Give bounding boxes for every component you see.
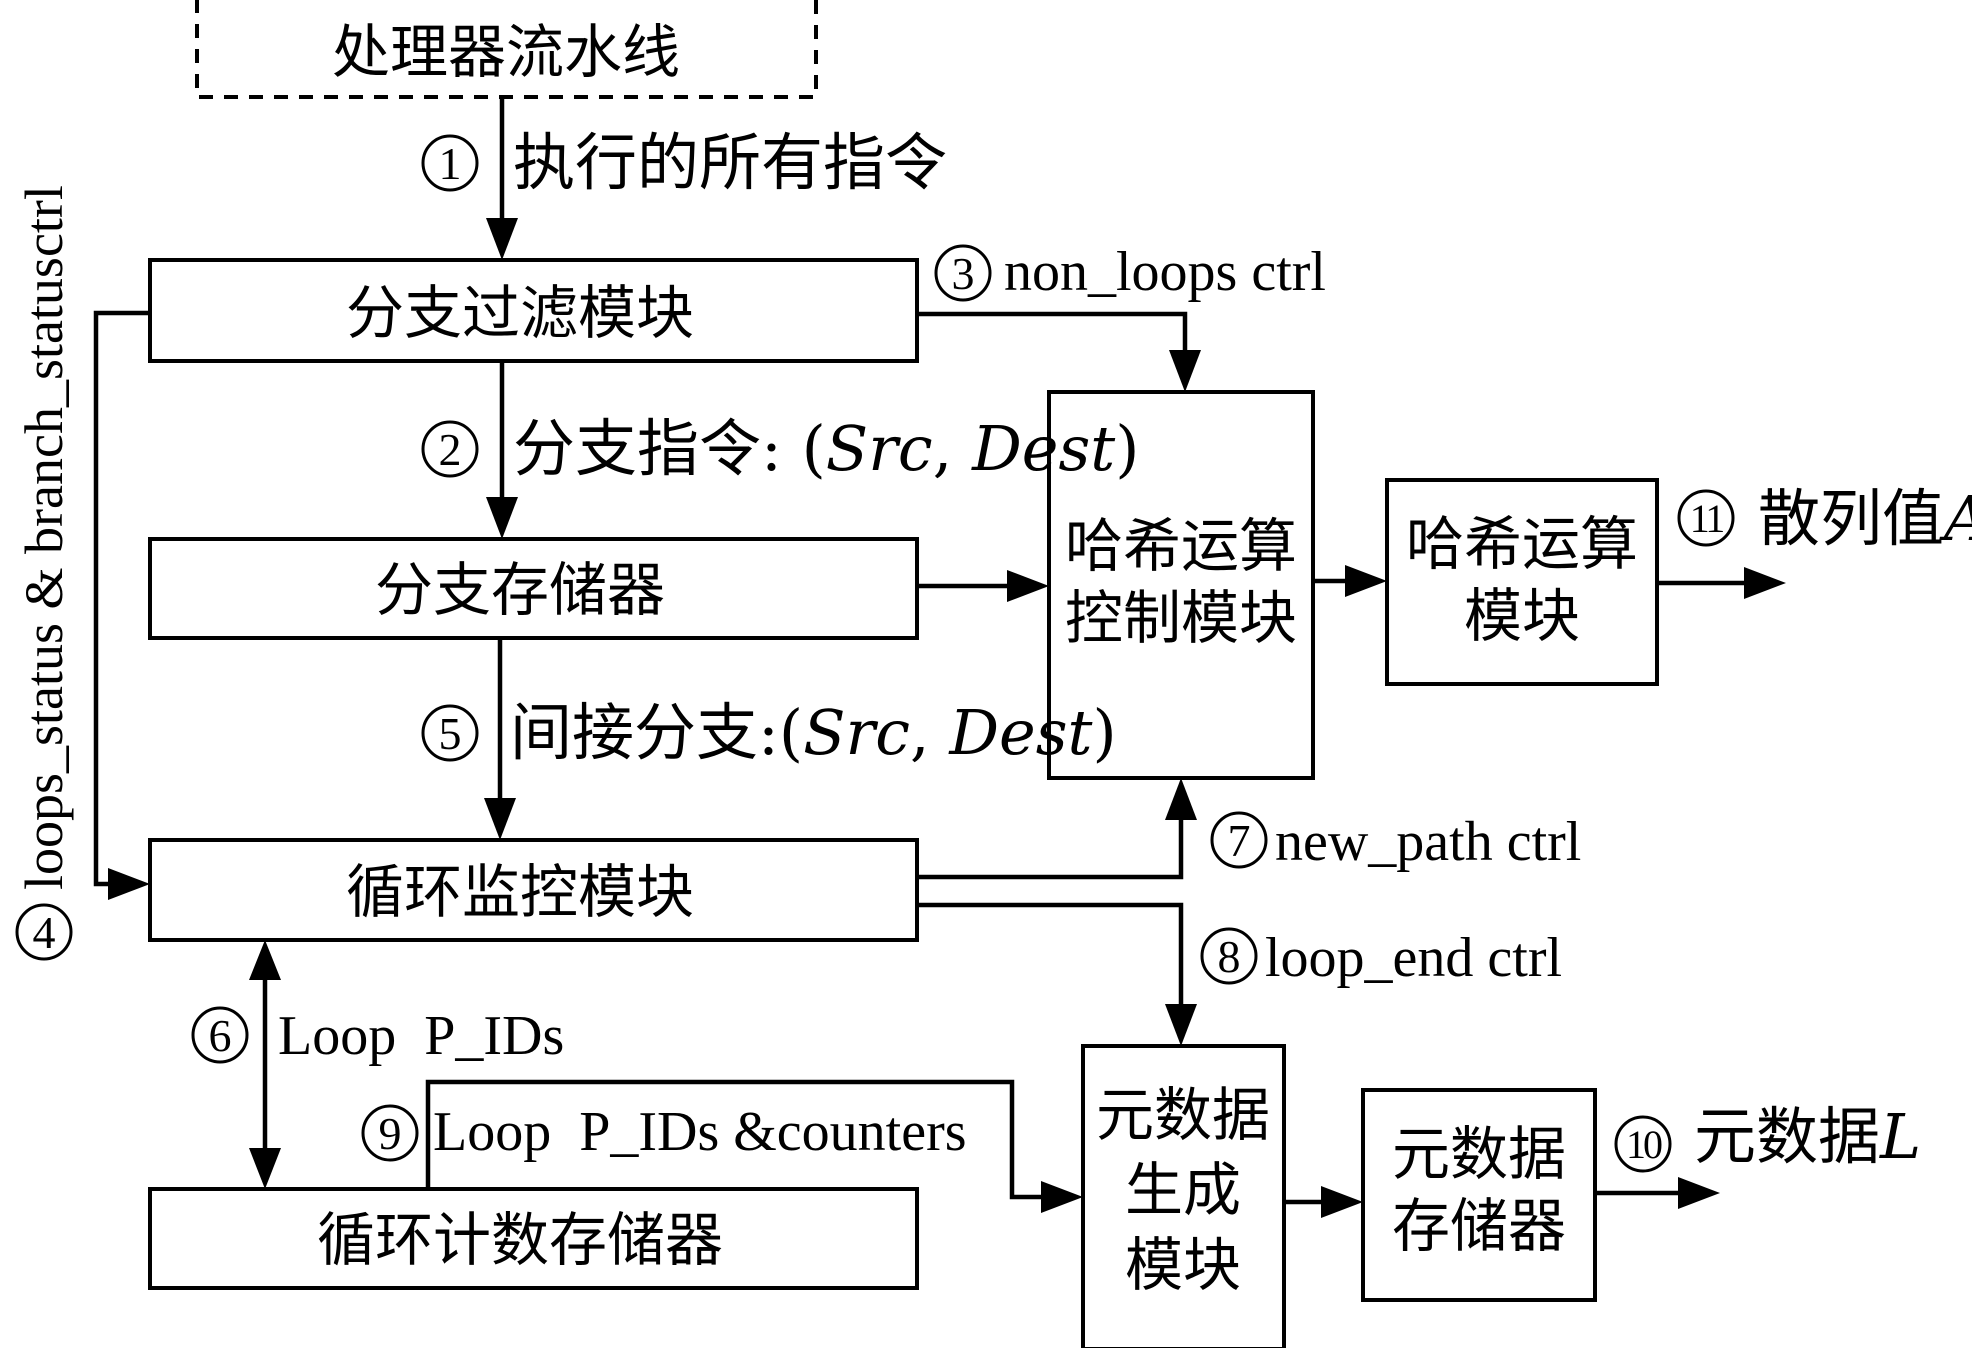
edge-11-arrowhead [1744, 567, 1786, 599]
loop-count-memory-box [148, 1187, 919, 1290]
metadata-memory-label-line1: 元数据 [1392, 1120, 1566, 1188]
edge-6-label: Loop P_IDs [278, 1005, 564, 1067]
edge-9-label: Loop P_IDs &counters [433, 1101, 967, 1163]
edge-9-number-circle [361, 1104, 419, 1162]
metadata-gen-box [1081, 1044, 1286, 1348]
edge-7-number: 7 [1228, 815, 1251, 866]
edge-5-label-src: Src [803, 696, 910, 769]
edge-6-number: 6 [209, 1010, 232, 1061]
edge-7-line [917, 817, 1184, 880]
edge-1-number: 1 [439, 138, 462, 189]
edge-10-label: 元数据L [1694, 1100, 1921, 1173]
edge-2-label-src: Src [826, 412, 933, 485]
hash-control-label-line1: 哈希运算 [1065, 512, 1297, 580]
edge-10-number-circle [1614, 1115, 1672, 1173]
edge-2-label: 分支指令: (Src, Dest) [513, 412, 1139, 485]
edge-3-number: 3 [952, 248, 975, 299]
edge-11-number: 11 [1690, 496, 1724, 541]
edge-9-arrowhead [1041, 1181, 1083, 1213]
edge-6-arrowhead-up [249, 940, 281, 980]
edge-11-number-circle [1677, 489, 1735, 547]
edge-5-label-dest: Dest [948, 696, 1092, 769]
edge-2-number: 2 [439, 424, 462, 475]
edge-2-label-prefix: 分支指令: ( [513, 412, 826, 485]
edge-5-number-circle [421, 704, 479, 762]
branch-memory-box [148, 537, 919, 640]
branch-memory-label: 分支存储器 [375, 556, 665, 624]
edge-hash-to-module-arrowhead [1345, 565, 1387, 597]
edge-2-arrowhead [486, 497, 518, 539]
edge-1-arrowhead [486, 218, 518, 260]
hash-control-box [1047, 390, 1315, 780]
edge-4-line [93, 310, 150, 887]
edge-6-arrowhead-down [249, 1148, 281, 1189]
edge-5-label-sep: , [910, 696, 949, 769]
hash-module-label-line2: 模块 [1464, 582, 1580, 650]
edge-10-number: 10 [1626, 1122, 1662, 1167]
edge-4-number-circle [15, 903, 73, 961]
edge-1-number-circle [421, 134, 479, 192]
metadata-gen-label-line1: 元数据 [1096, 1081, 1270, 1149]
metadata-memory-label-line2: 存储器 [1392, 1192, 1566, 1260]
edge-11-label-text: 散列值 [1758, 482, 1944, 555]
hash-module-box [1385, 478, 1659, 686]
edge-8-number-circle [1200, 927, 1258, 985]
edge-7-label: new_path ctrl [1275, 811, 1581, 873]
metadata-gen-label-line3: 模块 [1125, 1231, 1241, 1299]
hash-module-label-line1: 哈希运算 [1406, 510, 1638, 578]
edge-3-number-circle [934, 244, 992, 302]
edge-4-arrowhead [108, 868, 150, 900]
edge-8-arrowhead [1165, 1004, 1197, 1046]
edge-gen-to-memory-arrowhead [1321, 1186, 1363, 1218]
edge-3-line [917, 311, 1188, 355]
loop-monitor-label: 循环监控模块 [346, 858, 694, 926]
branch-filter-box [148, 258, 919, 363]
edge-4-label: loops_status & branch_statusctrl [14, 185, 74, 890]
edge-3-arrowhead [1169, 350, 1201, 392]
edge-9-number: 9 [379, 1108, 402, 1159]
metadata-gen-label-line2: 生成 [1125, 1156, 1241, 1224]
edge-5-label-suffix: ) [1092, 696, 1116, 769]
edge-5-label: 间接分支:(Src, Dest) [510, 696, 1117, 769]
edge-2-number-circle [421, 420, 479, 478]
edge-8-number: 8 [1218, 931, 1241, 982]
edge-8-label: loop_end ctrl [1265, 927, 1562, 989]
edge-10-label-var: L [1879, 1100, 1921, 1173]
pipeline-label: 处理器流水线 [332, 18, 680, 86]
edge-5-number: 5 [439, 708, 462, 759]
edge-6-number-circle [191, 1006, 249, 1064]
pipeline-box [195, 0, 818, 99]
loop-count-memory-label: 循环计数存储器 [317, 1206, 723, 1274]
edge-5-label-prefix: 间接分支:( [510, 696, 803, 769]
edge-2-label-suffix: ) [1115, 412, 1139, 485]
edge-2-label-dest: Dest [971, 412, 1115, 485]
edge-7-arrowhead [1165, 778, 1197, 820]
edge-1-label: 执行的所有指令 [513, 126, 947, 199]
loop-monitor-box [148, 838, 919, 942]
hash-control-label-line2: 控制模块 [1065, 584, 1297, 652]
edge-11-label: 散列值A [1758, 482, 1972, 555]
edge-5-arrowhead [484, 798, 516, 840]
edge-4-number: 4 [33, 907, 56, 958]
edge-10-arrowhead [1678, 1177, 1720, 1209]
metadata-memory-box [1361, 1088, 1597, 1302]
edge-10-label-text: 元数据 [1694, 1100, 1880, 1173]
branch-filter-label: 分支过滤模块 [346, 279, 694, 347]
edge-3-label: non_loops ctrl [1004, 241, 1326, 303]
edge-7-number-circle [1210, 811, 1268, 869]
edge-2-label-sep: , [933, 412, 972, 485]
edge-memory-to-hash-arrowhead [1007, 570, 1049, 602]
edge-11-label-var: A [1939, 482, 1972, 555]
edge-8-line [917, 902, 1184, 1008]
edge-9-line [425, 1079, 1046, 1200]
